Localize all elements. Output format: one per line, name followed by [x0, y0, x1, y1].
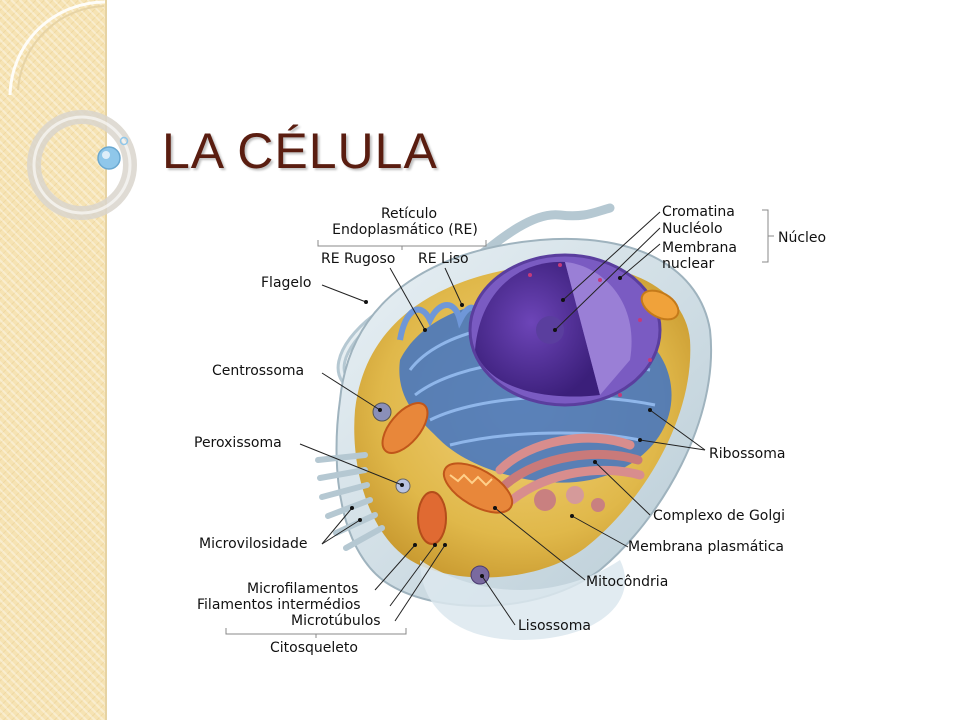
label-nucleo: Núcleo — [778, 230, 826, 246]
label-re-liso: RE Liso — [418, 251, 469, 267]
label-endoplasmatico: Endoplasmático (RE) — [332, 222, 478, 238]
label-microvilosidade: Microvilosidade — [199, 536, 307, 552]
label-flagelo: Flagelo — [261, 275, 311, 291]
label-centrossoma: Centrossoma — [212, 363, 304, 379]
nucleo-bracket — [762, 209, 774, 263]
re-bracket — [317, 240, 487, 250]
label-lisossoma: Lisossoma — [518, 618, 591, 634]
leader-dots — [350, 276, 652, 578]
microvilli-shape — [315, 452, 385, 551]
label-membrana: Membrana — [662, 240, 737, 256]
leader-lines — [299, 211, 706, 626]
centrosome-shape — [372, 402, 392, 422]
slide-title: LA CÉLULA — [162, 123, 438, 179]
label-microfilamentos: Microfilamentos — [247, 581, 358, 597]
label-microtubulos: Microtúbulos — [291, 613, 381, 629]
label-membrana-plasmatica: Membrana plasmática — [628, 539, 784, 555]
label-ribossoma: Ribossoma — [709, 446, 785, 462]
label-mitocondria: Mitocôndria — [586, 574, 668, 590]
label-complexo-golgi: Complexo de Golgi — [653, 508, 785, 524]
label-peroxissoma: Peroxissoma — [194, 435, 282, 451]
label-nuclear: nuclear — [662, 256, 715, 272]
label-re-rugoso: RE Rugoso — [321, 251, 395, 267]
label-reticulo: Retículo — [381, 206, 437, 222]
label-filamentos-intermedios: Filamentos intermédios — [197, 597, 361, 613]
label-nucleolo: Nucléolo — [662, 221, 723, 237]
lysosome-shape — [470, 565, 490, 585]
sidebar-edge — [105, 0, 107, 720]
label-citosqueleto: Citosqueleto — [270, 640, 358, 656]
citosqueleto-bracket — [225, 628, 407, 638]
mitochondrion-shape — [381, 402, 514, 545]
decorative-circles — [8, 0, 137, 220]
label-cromatina: Cromatina — [662, 204, 735, 220]
golgi-apparatus-shape — [495, 433, 645, 512]
